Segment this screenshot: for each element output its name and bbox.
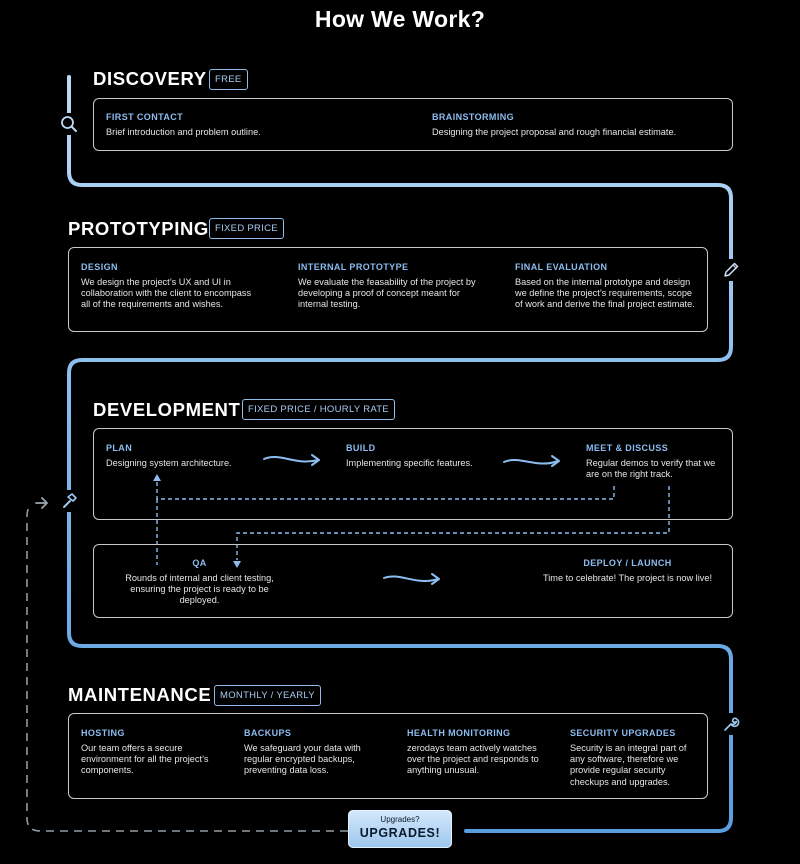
item-heading: MEET & DISCUSS	[586, 443, 669, 453]
item-description: zerodays team actively watches over the …	[407, 743, 539, 776]
item-heading: SECURITY UPGRADES	[570, 728, 676, 738]
development-item-deploy-launch: DEPLOY / LAUNCH Time to celebrate! The p…	[530, 558, 725, 584]
prototyping-item-final-evaluation: FINAL EVALUATION Based on the internal p…	[515, 262, 695, 311]
development-release-card: QA Rounds of internal and client testing…	[93, 544, 733, 618]
arrowhead-qa	[233, 561, 241, 568]
dev-loop-meet-to-plan	[156, 478, 615, 500]
item-heading: HOSTING	[81, 728, 125, 738]
maintenance-pricing-badge: MONTHLY / YEARLY	[214, 685, 321, 706]
item-description: Designing system architecture.	[106, 458, 232, 468]
upgrades-label: UPGRADES!	[359, 826, 441, 840]
development-pricing-badge: FIXED PRICE / HOURLY RATE	[242, 399, 396, 420]
dev-loop-meet-to-qa	[236, 486, 670, 560]
item-description: Implementing specific features.	[346, 458, 473, 468]
prototyping-item-internal-prototype: INTERNAL PROTOTYPE We evaluate the feasa…	[298, 262, 483, 311]
hammer-icon	[58, 490, 80, 512]
maintenance-card: HOSTING Our team offers a secure environ…	[68, 713, 708, 799]
item-description: Regular demos to verify that we are on t…	[586, 458, 716, 480]
item-heading: FIRST CONTACT	[106, 112, 184, 122]
prototyping-item-design: DESIGN We design the project’s UX and UI…	[81, 262, 261, 311]
item-description: Designing the project proposal and rough…	[432, 127, 677, 137]
development-item-plan: PLAN Designing system architecture.	[106, 443, 266, 469]
item-description: We safeguard your data with regular encr…	[244, 743, 361, 776]
item-heading: BACKUPS	[244, 728, 292, 738]
item-heading: BUILD	[346, 443, 376, 453]
item-description: Time to celebrate! The project is now li…	[542, 573, 713, 583]
development-item-meet-discuss: MEET & DISCUSS Regular demos to verify t…	[586, 443, 716, 480]
arrow-right-icon	[32, 492, 52, 514]
item-description: Rounds of internal and client testing, e…	[125, 573, 274, 606]
main-flow-line	[67, 75, 733, 833]
item-heading: QA	[192, 558, 207, 568]
item-heading: BRAINSTORMING	[432, 112, 515, 122]
maintenance-item-health-monitoring: HEALTH MONITORING zerodays team actively…	[407, 728, 542, 777]
item-description: Our team offers a secure environment for…	[81, 743, 209, 776]
development-title: DEVELOPMENT	[93, 399, 241, 420]
pencil-icon	[720, 259, 742, 281]
item-heading: DEPLOY / LAUNCH	[583, 558, 672, 568]
wrench-icon	[720, 713, 742, 735]
maintenance-item-hosting: HOSTING Our team offers a secure environ…	[81, 728, 211, 777]
discovery-title: DISCOVERY	[93, 68, 207, 89]
page-title: How We Work?	[314, 6, 486, 32]
prototyping-pricing-badge: FIXED PRICE	[209, 218, 284, 239]
item-description: Based on the internal prototype and desi…	[515, 277, 695, 310]
prototyping-title: PROTOTYPING	[68, 218, 209, 239]
item-heading: PLAN	[106, 443, 133, 453]
item-description: We evaluate the feasability of the proje…	[298, 277, 476, 310]
arrowhead-plan	[153, 474, 161, 481]
discovery-pricing-badge: FREE	[209, 69, 248, 90]
discovery-item-brainstorming: BRAINSTORMING Designing the project prop…	[432, 112, 727, 138]
item-heading: FINAL EVALUATION	[515, 262, 608, 272]
item-description: We design the project’s UX and UI in col…	[81, 277, 252, 310]
wavy-arrow-icon	[503, 455, 560, 467]
item-description: Brief introduction and problem outline.	[106, 127, 261, 137]
search-icon	[58, 113, 80, 135]
development-item-qa: QA Rounds of internal and client testing…	[118, 558, 281, 607]
development-item-build: BUILD Implementing specific features.	[346, 443, 506, 469]
item-heading: HEALTH MONITORING	[407, 728, 511, 738]
maintenance-item-backups: BACKUPS We safeguard your data with regu…	[244, 728, 379, 777]
prototyping-card: DESIGN We design the project’s UX and UI…	[68, 247, 708, 332]
upgrades-button[interactable]: Upgrades? UPGRADES!	[348, 810, 452, 848]
upgrades-question: Upgrades?	[380, 815, 420, 824]
item-description: Security is an integral part of any soft…	[570, 743, 687, 787]
discovery-item-first-contact: FIRST CONTACT Brief introduction and pro…	[106, 112, 406, 138]
development-cycle-card: PLAN Designing system architecture. BUIL…	[93, 428, 733, 520]
wavy-arrow-icon	[383, 573, 440, 585]
discovery-card: FIRST CONTACT Brief introduction and pro…	[93, 98, 733, 151]
maintenance-title: MAINTENANCE	[68, 684, 212, 705]
wavy-arrow-icon	[263, 454, 320, 466]
item-heading: INTERNAL PROTOTYPE	[298, 262, 409, 272]
maintenance-item-security-upgrades: SECURITY UPGRADES Security is an integra…	[570, 728, 700, 788]
item-heading: DESIGN	[81, 262, 118, 272]
